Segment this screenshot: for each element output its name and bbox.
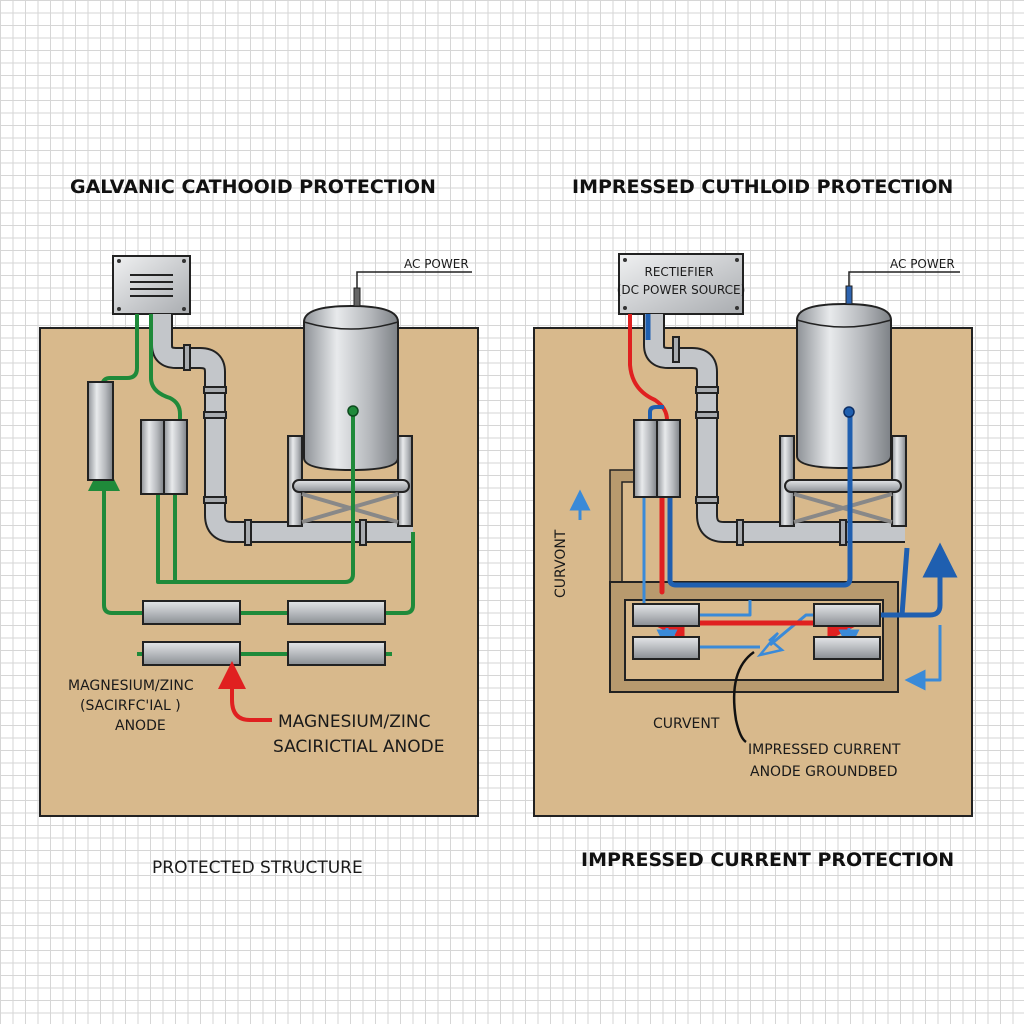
galvanic-caption: PROTECTED STRUCTURE [152, 858, 363, 878]
impressed-anodes [632, 419, 881, 660]
anode-vertical [87, 381, 114, 481]
groundbed-anode [632, 603, 700, 627]
anode-row2-right [287, 641, 386, 666]
anode-pair-right [656, 419, 681, 498]
tank-connection-point [347, 405, 359, 417]
tank-stand [779, 435, 907, 527]
ac-power-leader [356, 271, 400, 288]
ac-power-label: AC POWER [404, 257, 469, 271]
callout-arrow [218, 661, 272, 722]
negative-wire [667, 412, 853, 588]
vertical-current-label: CURVONT [553, 529, 569, 598]
positive-wire [628, 314, 669, 421]
storage-tank [796, 285, 892, 470]
rectifier-label: RECTIEFIER (DC POWER SOURCE) [617, 265, 746, 297]
open-arrowhead-icon [756, 632, 785, 658]
callout-label: MAGNESIUM/ZINC SACIRICTIAL ANODE [273, 712, 444, 757]
impressed-title: IMPRESSED CUTHLOID PROTECTION [572, 176, 953, 198]
groundbed-leader [732, 650, 755, 744]
impressed-panel: IMPRESSED CUTHLOID PROTECTION RECTIEFIER… [533, 176, 973, 871]
anode-row1-left [142, 600, 241, 625]
galvanic-wires [88, 314, 415, 656]
storage-tank [303, 287, 399, 472]
junction-box [112, 255, 191, 315]
tank-connection-point [843, 406, 855, 418]
impressed-caption: IMPRESSED CURRENT PROTECTION [581, 849, 954, 871]
anode-row1-right [287, 600, 386, 625]
sacrificial-anodes [87, 381, 386, 666]
groundbed-anode [813, 603, 881, 627]
anode-row2-left [142, 641, 241, 666]
rectifier: RECTIEFIER (DC POWER SOURCE) [617, 253, 746, 315]
groundbed-anode [813, 636, 881, 660]
ac-power-label: AC POWER [890, 257, 955, 271]
groundbed-anode [632, 636, 700, 660]
anode-pair-right [163, 419, 188, 495]
ac-power-leader [848, 271, 890, 286]
current-label: CURVENT [653, 716, 720, 732]
tank-stand [287, 435, 413, 527]
vent-icon [130, 274, 173, 297]
anode-pair-left [140, 419, 165, 495]
anode-pair-left [633, 419, 658, 498]
anode-label: MAGNESIUM/ZINC (SACIRFC'IAL ) ANODE [68, 678, 198, 734]
soil-block [533, 327, 973, 817]
galvanic-title: GALVANIC CATHOOID PROTECTION [70, 176, 436, 198]
galvanic-panel: GALVANIC CATHOOID PROTECTION [39, 176, 479, 878]
groundbed-label: IMPRESSED CURRENT ANODE GROUNDBED [748, 742, 905, 780]
